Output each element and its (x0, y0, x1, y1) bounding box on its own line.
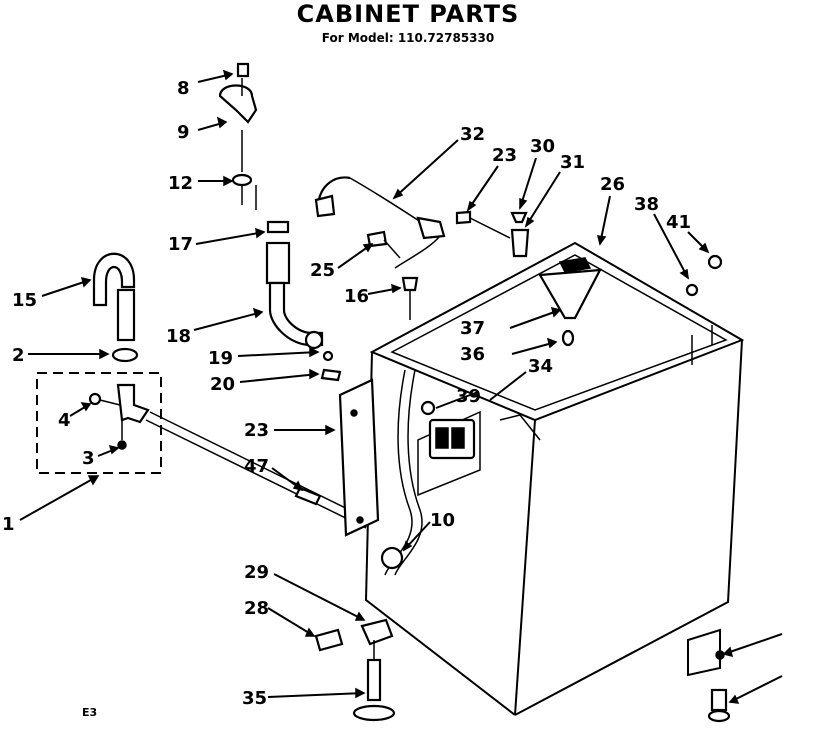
inset-box (36, 372, 162, 474)
callout-41: 41 (666, 212, 691, 233)
callout-23-top: 23 (492, 145, 517, 166)
callout-33: 34 (528, 356, 553, 377)
callout-28: 29 (244, 562, 269, 583)
model-subtitle: For Model: 110.72785330 (321, 31, 495, 45)
leveling-foot-part (314, 618, 396, 722)
callout-26: 28 (244, 598, 269, 619)
callout-29: 35 (242, 688, 267, 709)
callout-30: 30 (530, 136, 555, 157)
callout-labels: 8 9 12 17 18 19 20 23 47 15 2 4 3 1 32 2… (2, 78, 691, 719)
switch-part (420, 400, 476, 460)
callout-34: 37 (460, 318, 485, 339)
callout-2: 2 (12, 345, 25, 366)
callout-20: 23 (244, 420, 269, 441)
grommet-part (380, 546, 404, 570)
callout-32: 32 (460, 124, 485, 145)
callout-31: 31 (560, 152, 585, 173)
callout-23-left: 25 (310, 260, 335, 281)
callout-25: 26 (600, 174, 625, 195)
callout-8: 8 (177, 78, 190, 99)
callout-35: 36 (460, 344, 485, 365)
callout-15: 16 (344, 286, 369, 307)
callout-36: 38 (634, 194, 659, 215)
callout-16: 17 (168, 234, 193, 255)
fastener-parts (366, 210, 723, 347)
drain-hose-part (92, 252, 139, 363)
clamp-assembly-part (218, 62, 258, 210)
leader-lines (19, 69, 783, 704)
callout-14: 15 (12, 290, 37, 311)
callout-3: 3 (82, 448, 95, 469)
long-tube-part (145, 411, 371, 529)
callout-10: 10 (430, 510, 455, 531)
power-cord-part (314, 176, 446, 269)
corner-code: E3 (82, 706, 97, 719)
callout-18: 19 (208, 348, 233, 369)
top-bracket-part (538, 257, 602, 320)
callout-12: 12 (168, 173, 193, 194)
screw-19-part (320, 368, 342, 382)
callout-1: 1 (2, 514, 15, 535)
side-panel-part (338, 378, 380, 537)
callout-9: 9 (177, 122, 190, 143)
callout-37: 39 (456, 386, 481, 407)
callout-4: 4 (58, 410, 71, 431)
corner-leg-parts (707, 650, 731, 723)
callout-47: 47 (244, 456, 269, 477)
inlet-hose-part (265, 220, 334, 362)
callout-19: 20 (210, 374, 235, 395)
callout-17: 18 (166, 326, 191, 347)
diagram-title: CABINET PARTS (296, 0, 520, 28)
